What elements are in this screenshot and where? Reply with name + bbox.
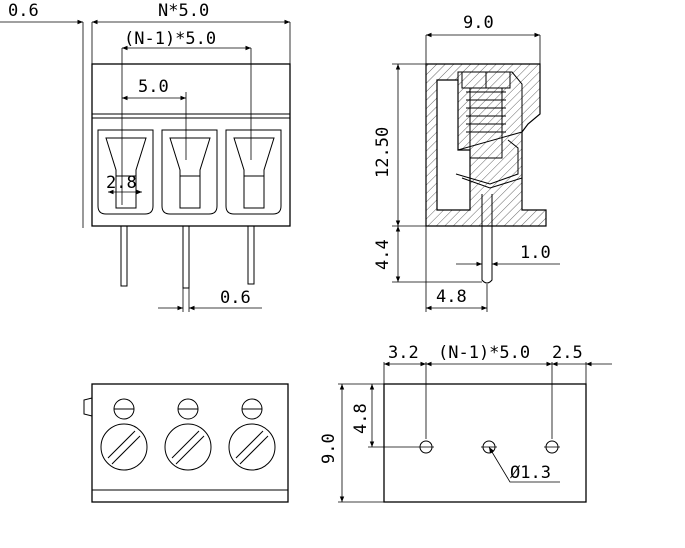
dim-hole-diameter: Ø1.3 [510, 463, 551, 483]
dim-pin-offset: 4.8 [436, 287, 467, 307]
terminal-slot [161, 129, 218, 215]
dim-body-height: 12.50 [373, 127, 393, 178]
dim-pin-thickness: 0.6 [8, 1, 39, 21]
pin [182, 225, 190, 289]
front-body [91, 63, 291, 227]
dim-edge-offset: 3.2 [388, 343, 419, 363]
dim-total-length: N*5.0 [158, 1, 209, 21]
screw [461, 71, 511, 159]
dim-hole-row: 4.8 [351, 403, 371, 434]
dim-opening: 2.8 [106, 173, 137, 193]
top-view [83, 383, 289, 503]
wire-clamp [455, 139, 523, 189]
wire-entry [100, 398, 148, 471]
wire-entry [164, 398, 212, 471]
dim-pin-width: 0.6 [220, 288, 251, 308]
footprint-view: 3.2 (N-1)*5.0 2.5 4.8 9.0 Ø1.3 [319, 343, 612, 503]
dim-depth: 9.0 [319, 433, 339, 464]
dim-pin-diameter: 1.0 [520, 243, 551, 263]
dim-footprint-pitch: (N-1)*5.0 [438, 343, 530, 363]
dim-pitch: 5.0 [138, 77, 169, 97]
side-latch [83, 397, 93, 417]
dim-pin-length: 4.4 [373, 239, 393, 270]
pin [120, 225, 128, 287]
front-view: 0.6 N*5.0 (N-1)*5.0 5.0 2.8 0.6 [0, 1, 291, 312]
pin [247, 225, 255, 285]
wire-entry [228, 398, 276, 471]
footprint-outline [383, 383, 587, 503]
dim-outer-pitch: (N-1)*5.0 [124, 29, 216, 49]
side-view: 9.0 12.50 4.4 1.0 4.8 [373, 13, 560, 312]
side-pin [481, 194, 493, 284]
terminal-slot [97, 129, 154, 215]
top-body [91, 383, 289, 503]
terminal-slot [225, 129, 282, 215]
dim-right-offset: 2.5 [552, 343, 583, 363]
dim-width: 9.0 [463, 13, 494, 33]
